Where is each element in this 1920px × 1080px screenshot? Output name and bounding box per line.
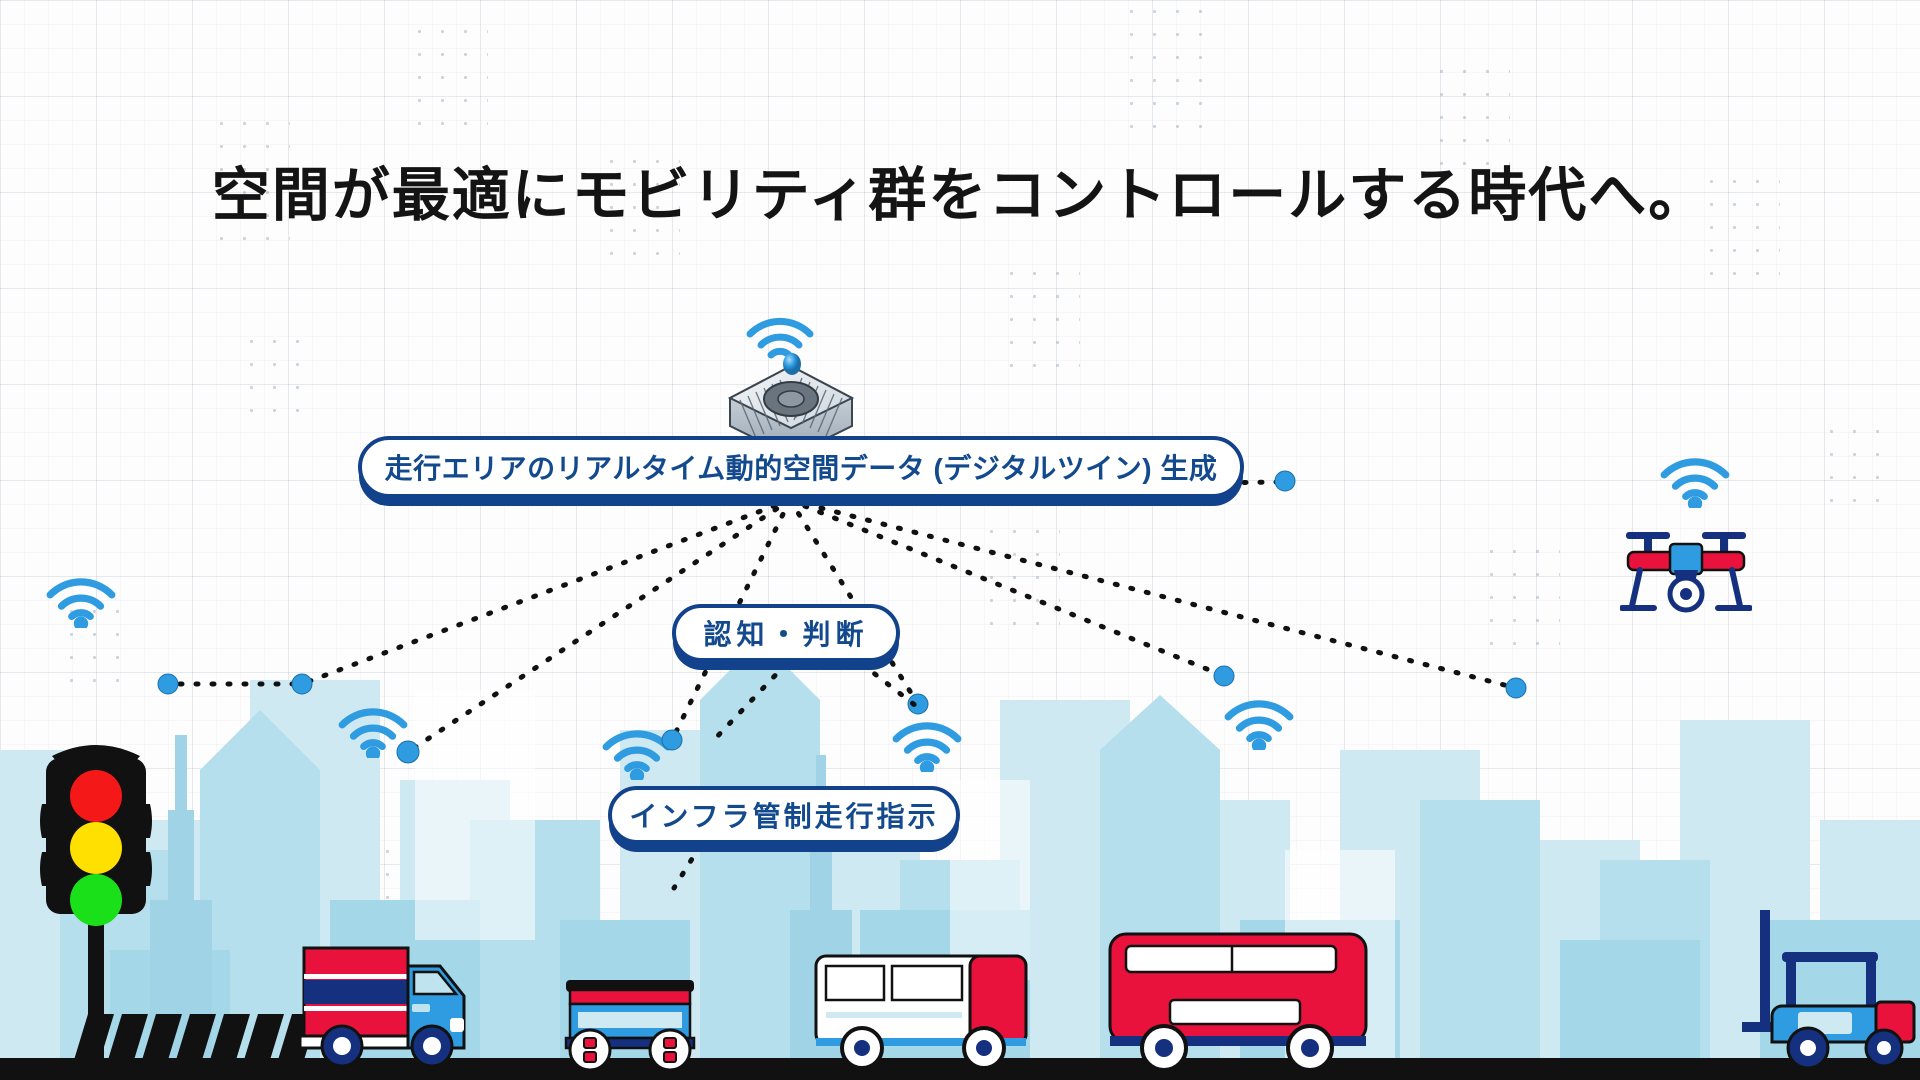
pill-digital-twin[interactable]: 走行エリアのリアルタイム動的空間データ (デジタルツイン) 生成 bbox=[358, 436, 1244, 498]
agv-robot-icon bbox=[564, 980, 696, 1072]
roadside-sensor-unit-icon bbox=[727, 353, 855, 458]
traffic-light-icon bbox=[40, 745, 152, 1060]
ground-line bbox=[0, 1058, 1920, 1080]
drone-icon bbox=[1620, 532, 1752, 613]
pill-infra-control-instruction[interactable]: インフラ管制走行指示 bbox=[608, 786, 960, 844]
page-title: 空間が最適にモビリティ群をコントロールする時代へ。 bbox=[211, 163, 1709, 228]
red-bus-icon bbox=[1108, 932, 1368, 1070]
pill-cognition-judgement[interactable]: 認知・判断 bbox=[672, 604, 900, 662]
wifi-signal-icon bbox=[1660, 458, 1730, 508]
forklift-icon bbox=[1742, 910, 1916, 1070]
wifi-signal-icon bbox=[602, 730, 672, 780]
delivery-truck-icon bbox=[300, 946, 466, 1068]
wifi-signal-icon bbox=[338, 708, 408, 758]
wifi-signal-icon bbox=[746, 317, 814, 359]
autonomous-shuttle-bus-icon bbox=[814, 954, 1028, 1068]
wifi-signal-icon bbox=[892, 722, 962, 772]
wifi-signal-icon bbox=[46, 578, 116, 628]
wifi-signal-icon bbox=[1224, 700, 1294, 750]
